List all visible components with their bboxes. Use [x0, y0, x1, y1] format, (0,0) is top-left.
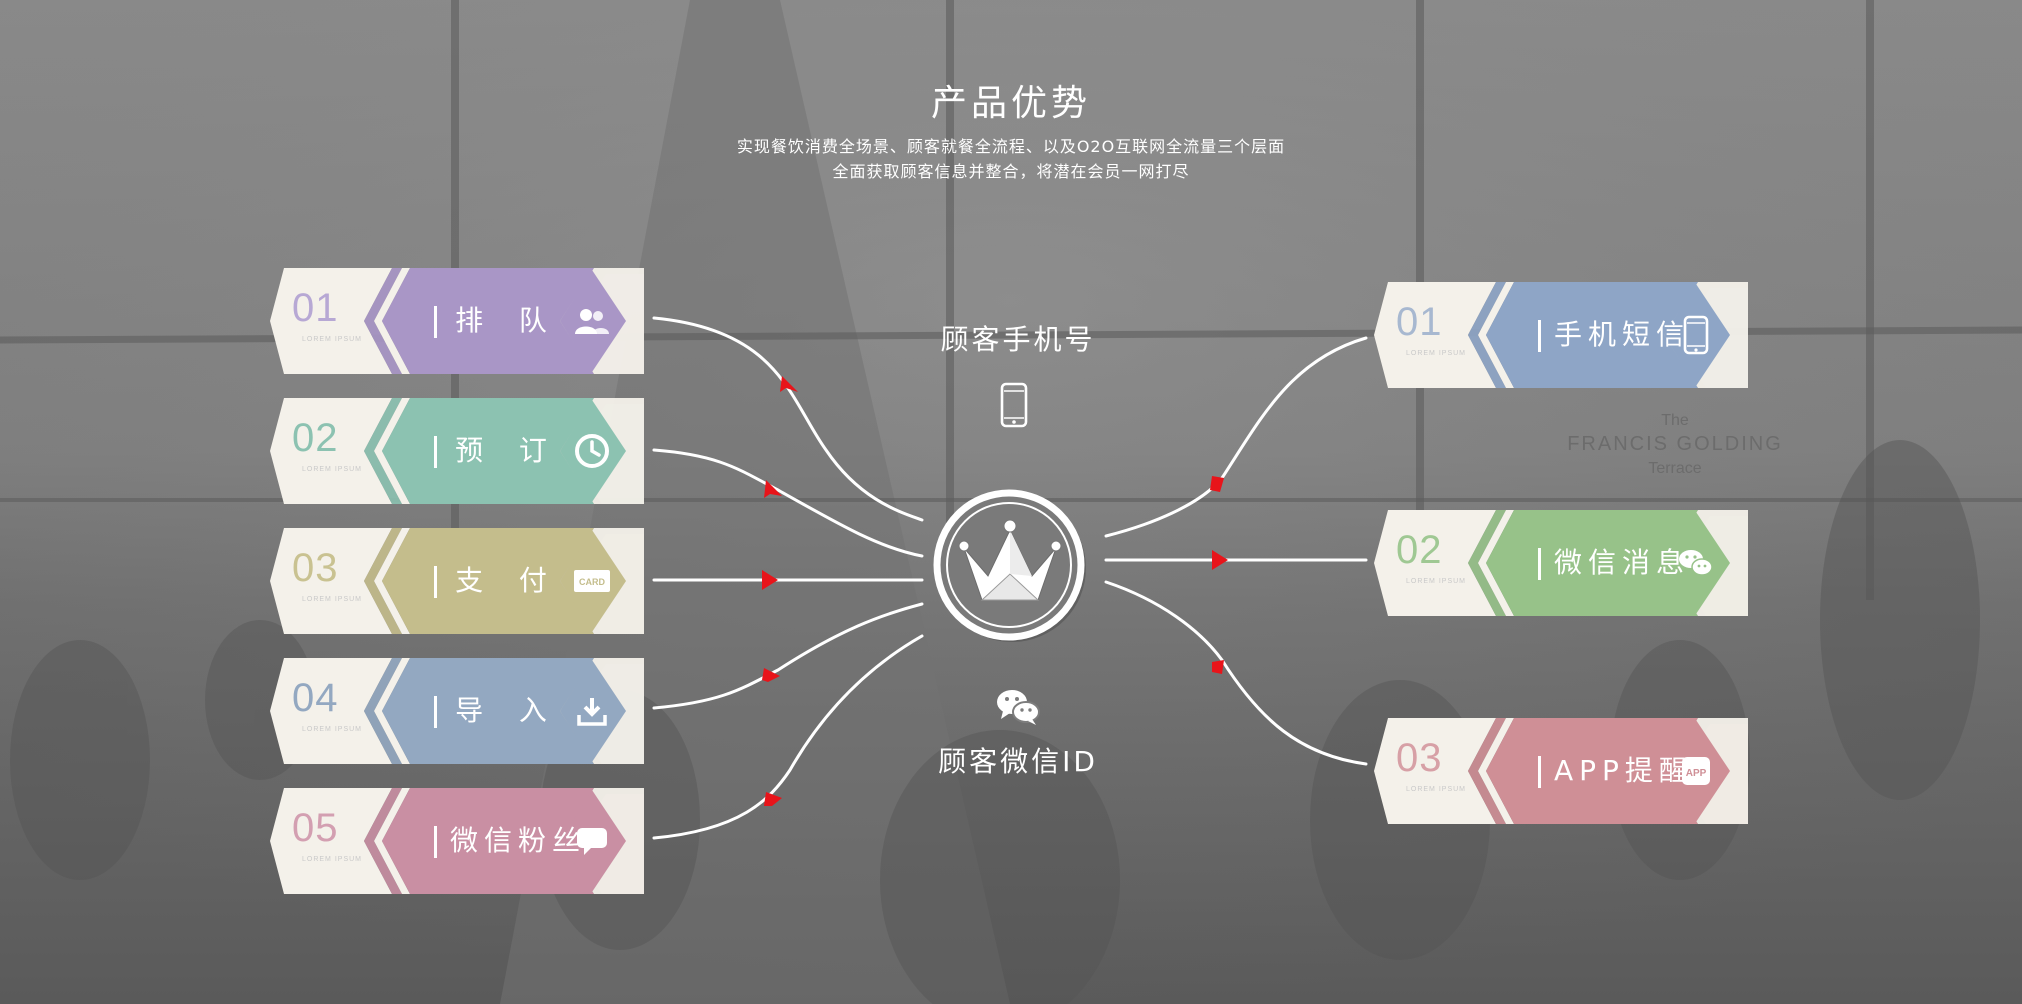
left-tag-subtext: LOREM IPSUM: [302, 336, 363, 343]
svg-text:CARD: CARD: [579, 577, 605, 587]
left-tag-divider: [434, 696, 437, 728]
phone-icon: [1000, 382, 1028, 428]
arrow-left-1: [780, 376, 798, 392]
right-tag-label: 微信消息: [1554, 546, 1691, 579]
left-tag-subtext: LOREM IPSUM: [302, 856, 363, 863]
clock-icon: [572, 431, 612, 471]
left-tag-number: 04: [292, 676, 339, 720]
chat-bubble-icon: [572, 821, 612, 861]
svg-text:The: The: [1661, 412, 1689, 429]
left-tag-label: 导 入: [455, 694, 553, 727]
wire-left-4: [652, 602, 924, 710]
right-tag-label: APP提醒: [1554, 754, 1693, 787]
arrow-left-3: [762, 570, 778, 590]
left-tag-label: 预 订: [455, 434, 553, 467]
wire-left-1: [652, 316, 924, 522]
right-tag-divider: [1538, 756, 1541, 788]
right-tag-number: 03: [1396, 736, 1443, 780]
left-tag-number: 03: [292, 546, 339, 590]
arrow-right-2: [1212, 550, 1228, 570]
wire-right-1: [1104, 336, 1368, 538]
page-title: 产品优势: [930, 83, 1091, 124]
left-tag-number: 02: [292, 416, 339, 460]
left-tag-divider: [434, 826, 437, 858]
customer-wechat-label: 顾客微信ID: [938, 745, 1098, 778]
right-tag-divider: [1538, 548, 1541, 580]
card-icon: CARD: [572, 561, 612, 601]
wire-left-5: [652, 634, 924, 840]
left-tag-subtext: LOREM IPSUM: [302, 466, 363, 473]
left-tag-number: 05: [292, 806, 339, 850]
arrow-left-5: [764, 792, 782, 806]
left-tag-label: 排 队: [455, 304, 553, 337]
arrow-left-4: [762, 668, 780, 682]
left-tag-label: 支 付: [455, 564, 553, 597]
wire-right-3: [1104, 580, 1368, 766]
left-tag-label: 微信粉丝: [450, 824, 587, 857]
svg-text:APP: APP: [1686, 768, 1707, 779]
right-tag-number: 01: [1396, 300, 1443, 344]
wechat-bubbles-icon: [1676, 543, 1716, 583]
smartphone-icon: [1676, 315, 1716, 355]
left-tag-number: 01: [292, 286, 339, 330]
arrow-right-1: [1210, 476, 1224, 492]
right-tag-number: 02: [1396, 528, 1443, 572]
arrow-left-2: [764, 480, 782, 498]
left-tag-subtext: LOREM IPSUM: [302, 726, 363, 733]
download-icon: [572, 691, 612, 731]
svg-text:FRANCIS GOLDING: FRANCIS GOLDING: [1567, 433, 1783, 455]
right-tag-subtext: LOREM IPSUM: [1406, 786, 1467, 793]
right-tag-subtext: LOREM IPSUM: [1406, 350, 1467, 357]
app-icon: APP: [1676, 751, 1716, 791]
left-tag-divider: [434, 306, 437, 338]
right-tag-label: 手机短信: [1554, 318, 1691, 351]
left-tag-divider: [434, 566, 437, 598]
right-tag-subtext: LOREM IPSUM: [1406, 578, 1467, 585]
subtitle-line-2: 全面获取顾客信息并整合，将潜在会员一网打尽: [832, 162, 1190, 181]
left-tag-divider: [434, 436, 437, 468]
left-tag-subtext: LOREM IPSUM: [302, 596, 363, 603]
group-users-icon: [572, 301, 612, 341]
arrow-right-3: [1212, 660, 1224, 674]
right-tag-divider: [1538, 320, 1541, 352]
svg-text:Terrace: Terrace: [1648, 460, 1701, 477]
crown-icon: [933, 489, 1086, 642]
subtitle-line-1: 实现餐饮消费全场景、顾客就餐全流程、以及O2O互联网全流量三个层面: [736, 137, 1286, 156]
wechat-icon: [997, 690, 1040, 725]
customer-phone-label: 顾客手机号: [940, 323, 1096, 356]
wire-left-2: [652, 448, 924, 558]
